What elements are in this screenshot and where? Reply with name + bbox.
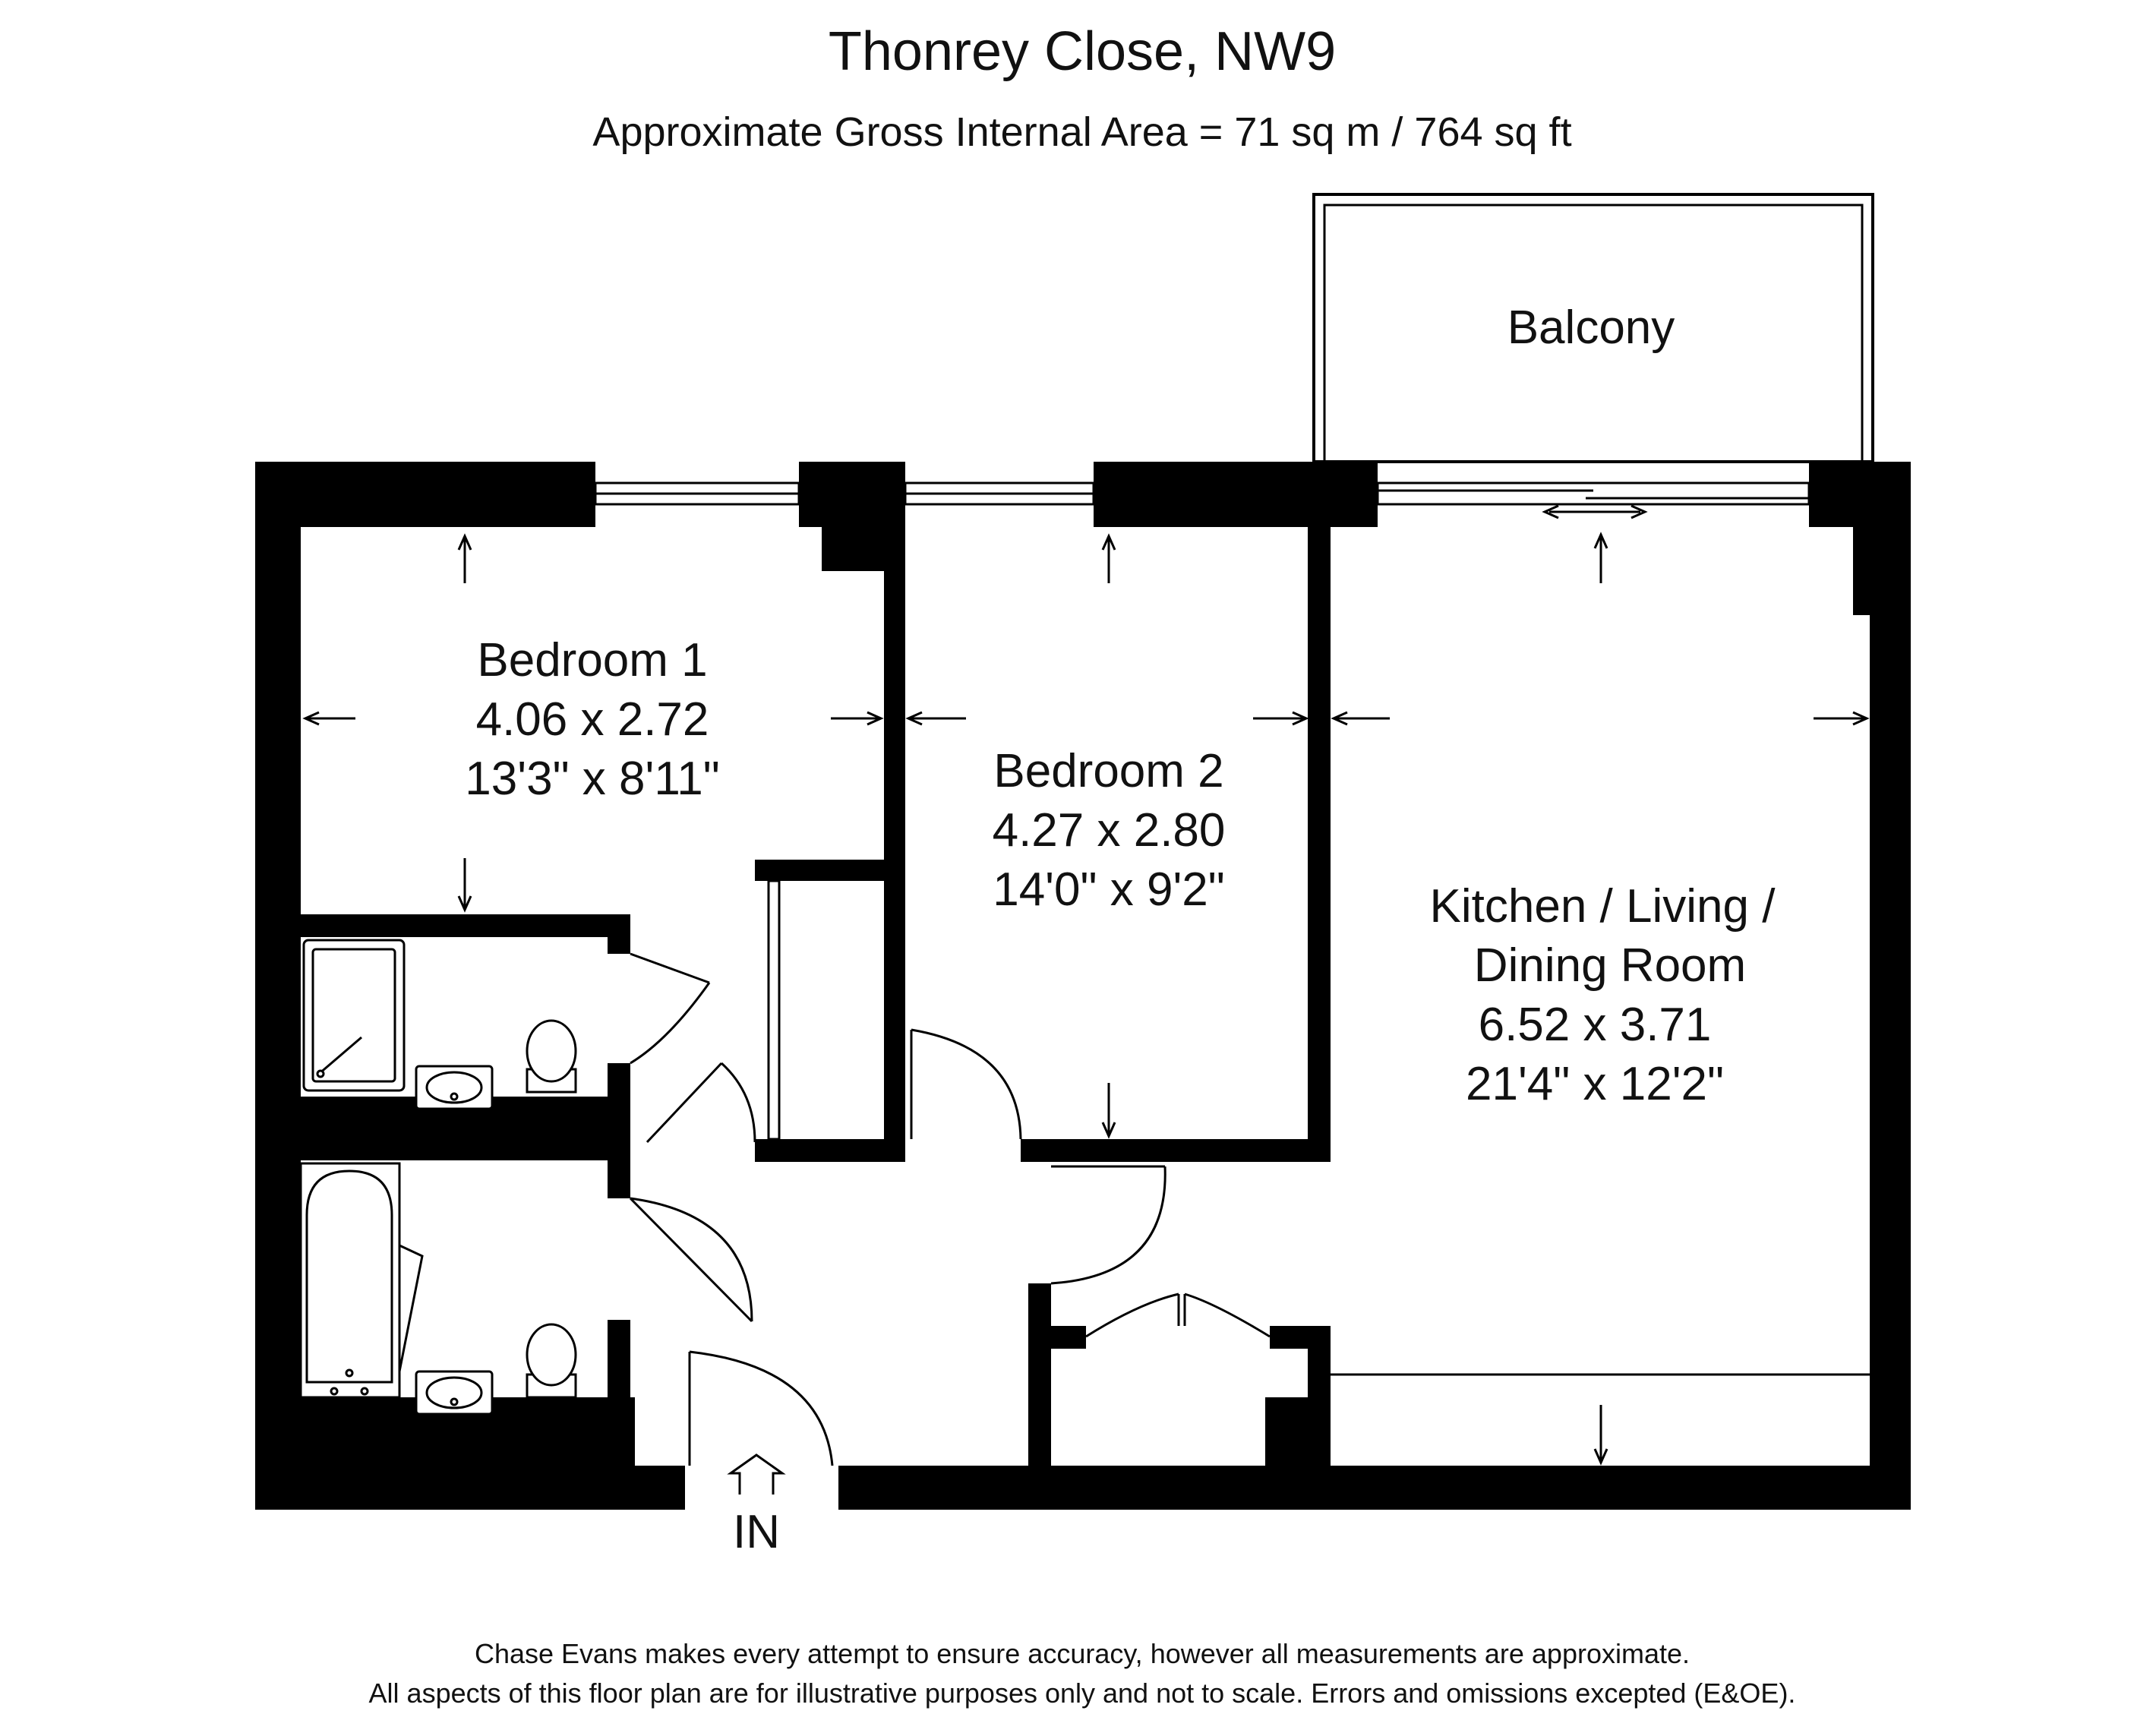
bedroom-1-metric: 4.06 x 2.72 xyxy=(476,693,709,746)
bedroom-2-imperial: 14'0" x 9'2" xyxy=(993,863,1225,916)
bedroom-2-metric: 4.27 x 2.80 xyxy=(993,804,1226,857)
interior-walls xyxy=(301,527,1331,1466)
bedroom-2: Bedroom 2 4.27 x 2.80 14'0" x 9'2" xyxy=(993,745,1226,916)
plan-title: Thonrey Close, NW9 xyxy=(829,21,1336,82)
kitchen-metric: 6.52 x 3.71 xyxy=(1479,999,1712,1051)
kitchen-name-line-1: Kitchen / Living / xyxy=(1430,880,1776,933)
kitchen-living-dining: Kitchen / Living / Dining Room 6.52 x 3.… xyxy=(1430,880,1776,1110)
disclaimer-line-2: All aspects of this floor plan are for i… xyxy=(369,1678,1796,1709)
bathroom-toilet xyxy=(526,1323,577,1399)
kitchen-imperial: 21'4" x 12'2" xyxy=(1466,1058,1724,1110)
bedroom-2-name: Bedroom 2 xyxy=(993,745,1223,797)
shower-tray xyxy=(302,939,406,1092)
sliding-door-balcony xyxy=(1376,481,1810,519)
bathtub xyxy=(299,1162,424,1399)
bedroom-1-imperial: 13'3" x 8'11" xyxy=(465,753,719,805)
bathroom-fixtures xyxy=(299,1162,577,1416)
outer-walls xyxy=(255,462,1911,1510)
window-bedroom-2 xyxy=(904,481,1095,506)
disclaimer-line-1: Chase Evans makes every attempt to ensur… xyxy=(475,1638,1690,1669)
ensuite-fixtures xyxy=(302,939,577,1110)
ensuite-toilet xyxy=(526,1019,577,1094)
balcony: Balcony xyxy=(1312,193,1874,463)
window-bedroom-1 xyxy=(594,481,800,506)
dimension-arrows xyxy=(302,532,1870,1466)
balcony-label: Balcony xyxy=(1507,301,1675,354)
bedroom-1: Bedroom 1 4.06 x 2.72 13'3" x 8'11" xyxy=(465,634,719,805)
entrance-label: IN xyxy=(733,1506,780,1558)
entrance-arrow xyxy=(727,1454,786,1495)
bedroom-1-name: Bedroom 1 xyxy=(477,634,707,687)
area-summary: Approximate Gross Internal Area = 71 sq … xyxy=(592,109,1571,155)
doors xyxy=(629,952,1271,1466)
kitchen-name-line-2: Dining Room xyxy=(1474,939,1746,992)
